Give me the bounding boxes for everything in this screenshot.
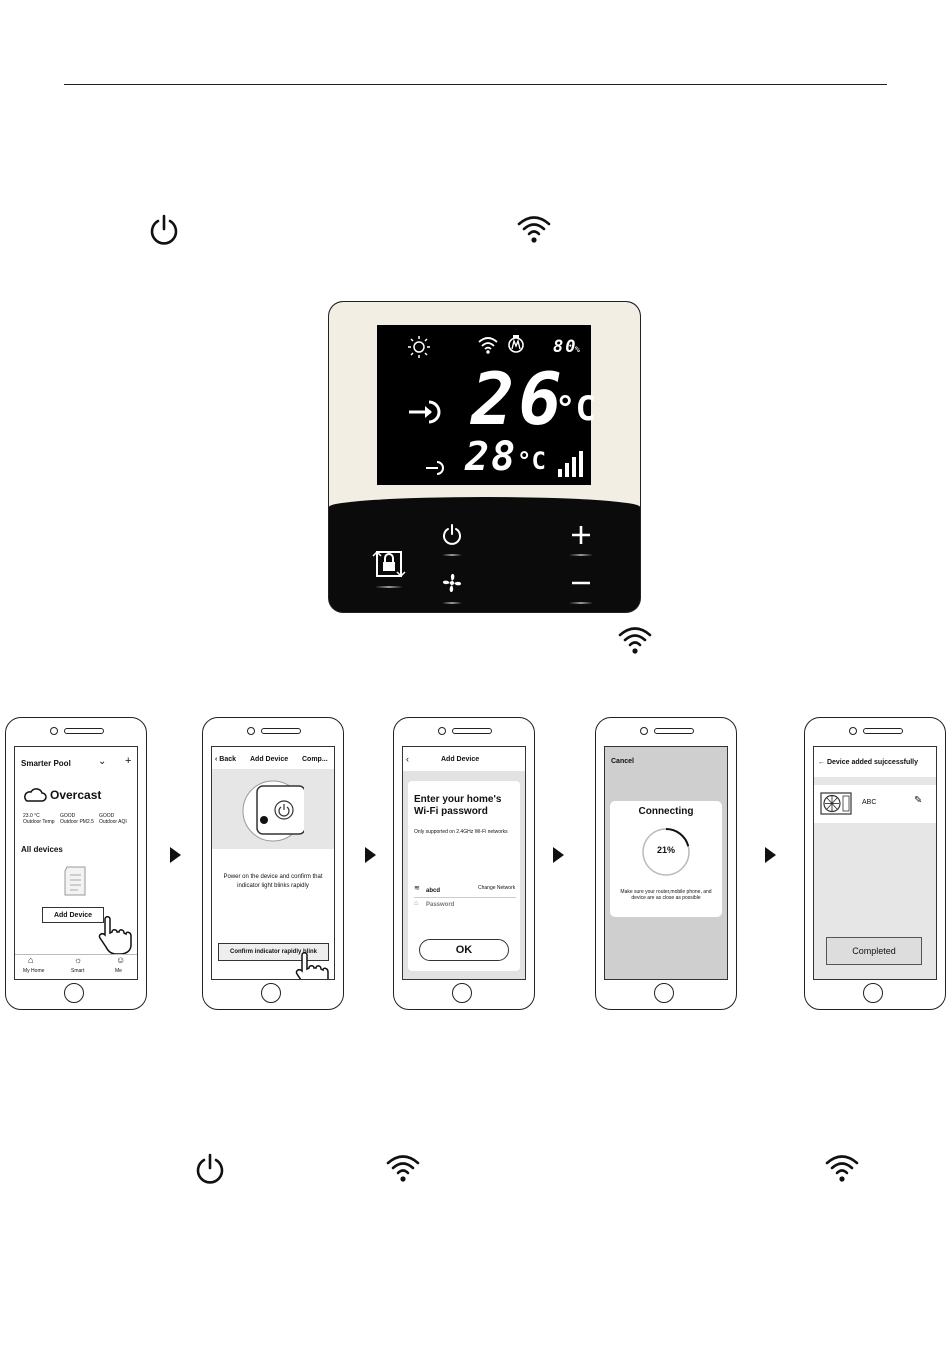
- password-field[interactable]: Password: [426, 902, 455, 908]
- set-temperature: 26: [471, 357, 566, 441]
- home-name[interactable]: Smarter Pool: [21, 759, 71, 768]
- thermostat-power-button[interactable]: [434, 520, 470, 556]
- smart-icon: ☼: [74, 955, 83, 965]
- home-icon: ⌂: [28, 955, 34, 965]
- room-temperature-unit: °C: [517, 447, 546, 475]
- lock-small-icon: ⌂: [414, 900, 419, 907]
- complete-link[interactable]: Comp...: [302, 756, 328, 763]
- back-chevron-icon[interactable]: ‹: [406, 754, 409, 764]
- phone-success-screen: ← Device added sujccessfully ABC ✎ Compl…: [804, 717, 946, 1010]
- proximity-note: Make sure your router,mobile phone, and …: [620, 889, 712, 901]
- phone-add-device-screen: ‹ Back Add Device Comp... Power on the d…: [202, 717, 344, 1010]
- thermostat-plus-button[interactable]: [561, 520, 601, 556]
- completed-button[interactable]: Completed: [826, 937, 922, 965]
- instruction-text: Power on the device and confirm that ind…: [223, 874, 323, 889]
- thermostat-faceplate: 80 % 26 °C 28 °C: [329, 302, 640, 507]
- lock-icon: [372, 550, 406, 578]
- document-icon: [64, 866, 86, 896]
- wifi-heading: Enter your home's Wi-Fi password: [414, 794, 502, 817]
- signal-bars-icon: [558, 451, 583, 477]
- nav-bar: [814, 747, 936, 777]
- power-icon: [443, 524, 461, 545]
- screen-title: Add Device: [441, 756, 480, 763]
- heat-pump-icon: [820, 792, 852, 815]
- step-arrow-1: [170, 847, 181, 863]
- plus-icon: [572, 526, 590, 544]
- wifi-card: Enter your home's Wi-Fi password Only su…: [408, 781, 520, 971]
- wifi-icon: [386, 1155, 420, 1182]
- humidity-value: 80: [553, 337, 578, 357]
- cancel-button[interactable]: Cancel: [611, 758, 634, 765]
- lcd-wifi-icon: [478, 337, 498, 354]
- nav-bar: [403, 747, 525, 771]
- add-icon[interactable]: +: [125, 755, 132, 767]
- room-temperature: 28: [465, 434, 518, 480]
- phone-connecting-screen: Cancel Connecting 21% Make sure your rou…: [595, 717, 737, 1010]
- fan-icon: [442, 573, 462, 593]
- phone-wifi-screen: ‹ Add Device Enter your home's Wi-Fi pas…: [393, 717, 535, 1010]
- mode-icon: [508, 335, 524, 353]
- chevron-down-icon[interactable]: ⌄: [98, 756, 107, 767]
- progress-percent: 21%: [656, 845, 675, 855]
- step-arrow-4: [765, 847, 776, 863]
- thermostat-fan-button[interactable]: [434, 568, 470, 604]
- device-name: ABC: [862, 799, 877, 806]
- progress-ring: [642, 828, 690, 876]
- set-temperature-unit: °C: [555, 389, 596, 429]
- wifi-icon: [517, 216, 551, 243]
- power-icon: [196, 1153, 224, 1184]
- section-title: All devices: [21, 845, 63, 854]
- tab-my-home[interactable]: My Home: [23, 968, 45, 974]
- screen-title: Add Device: [250, 756, 289, 763]
- thermostat-panel: 80 % 26 °C 28 °C: [329, 302, 640, 612]
- room-temp-icon: [426, 461, 444, 475]
- header-rule: [64, 84, 887, 85]
- minus-icon: [572, 581, 590, 585]
- phone-screen: ‹ Add Device Enter your home's Wi-Fi pas…: [402, 746, 526, 980]
- thermostat-lock-button[interactable]: [367, 546, 411, 588]
- hand-pointer-icon: [295, 952, 329, 979]
- tab-smart[interactable]: Smart: [71, 968, 85, 974]
- back-button[interactable]: ‹ Back: [215, 756, 237, 763]
- edit-pencil-icon[interactable]: ✎: [914, 795, 923, 806]
- cloud-icon: [24, 788, 47, 802]
- step-arrow-3: [553, 847, 564, 863]
- connecting-card: Connecting 21% Make sure your router,mob…: [610, 801, 722, 917]
- device-row[interactable]: ABC ✎: [814, 785, 936, 823]
- tab-me[interactable]: Me: [115, 968, 122, 974]
- sun-icon: [408, 336, 430, 358]
- add-device-button[interactable]: Add Device: [42, 907, 104, 923]
- wifi-note: Only supported on 2.4GHz Wi-Fi networks: [414, 829, 508, 835]
- thermostat-minus-button[interactable]: [561, 568, 601, 604]
- change-network-link[interactable]: Change Network: [478, 885, 516, 891]
- phone-screen: ‹ Back Add Device Comp... Power on the d…: [211, 746, 335, 980]
- me-icon: ☺: [116, 955, 126, 965]
- humidity-unit: %: [575, 345, 582, 354]
- phone-screen: ← Device added sujccessfully ABC ✎ Compl…: [813, 746, 937, 980]
- hand-pointer-icon: [98, 916, 132, 955]
- lcd-display: 80 % 26 °C 28 °C: [377, 325, 596, 485]
- weather-condition: Overcast: [50, 788, 102, 802]
- phone-screen: Cancel Connecting 21% Make sure your rou…: [604, 746, 728, 980]
- power-icon: [150, 214, 178, 245]
- connecting-title: Connecting: [638, 806, 694, 817]
- set-temp-arrow-icon: [409, 400, 441, 424]
- wifi-small-icon: ≋: [414, 885, 420, 892]
- ssid-value: abcd: [426, 888, 441, 894]
- device-power-illustration: [242, 780, 304, 842]
- success-title: ← Device added sujccessfully: [818, 759, 918, 766]
- wifi-icon: [825, 1155, 859, 1182]
- ok-button[interactable]: OK: [419, 939, 509, 961]
- tab-bar: My Home Smart Me ⌂ ☼ ☺: [15, 954, 137, 979]
- wifi-icon: [618, 627, 652, 654]
- step-arrow-2: [365, 847, 376, 863]
